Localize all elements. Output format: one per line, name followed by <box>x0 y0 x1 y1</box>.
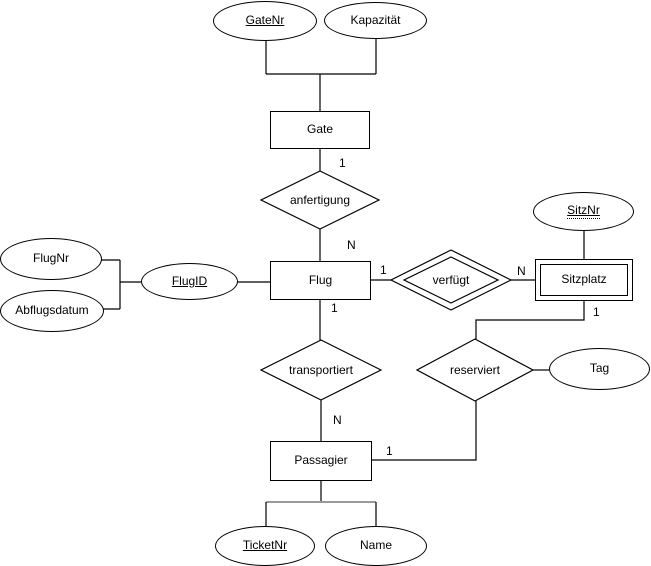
attribute-flugid-label: FlugID <box>171 273 208 288</box>
cardinality-flug-verfuegt: 1 <box>380 263 387 277</box>
attribute-tag[interactable]: Tag <box>549 348 650 390</box>
entity-passagier-label: Passagier <box>294 453 348 468</box>
entity-sitzplatz[interactable]: Sitzplatz <box>535 259 633 301</box>
anfertigung-relationship-diamond[interactable] <box>259 170 381 230</box>
reserviert-relationship-diamond[interactable] <box>415 338 535 402</box>
attribute-name[interactable]: Name <box>325 526 427 566</box>
connector-sitzplatz-reserviert <box>475 301 585 339</box>
entity-sitzplatz-inner-border: Sitzplatz <box>540 264 628 296</box>
attribute-gatenr[interactable]: GateNr <box>213 1 317 41</box>
attribute-abflugsdatum[interactable]: Abflugsdatum <box>0 290 104 332</box>
attribute-name-label: Name <box>359 538 392 553</box>
transportiert-relationship-diamond[interactable] <box>259 339 383 401</box>
entity-sitzplatz-label: Sitzplatz <box>561 272 607 287</box>
cardinality-gate-anfertigung: 1 <box>339 156 346 170</box>
attribute-gatenr-label: GateNr <box>245 13 285 28</box>
entity-flug[interactable]: Flug <box>270 261 371 300</box>
attribute-kapazitaet-label: Kapazität <box>350 12 401 27</box>
cardinality-flug-transportiert: 1 <box>331 301 338 315</box>
attribute-ticketnr[interactable]: TicketNr <box>215 526 315 566</box>
attribute-sitznr[interactable]: SitzNr <box>533 192 634 231</box>
entity-gate-label: Gate <box>306 122 333 137</box>
attribute-flugid[interactable]: FlugID <box>141 263 238 300</box>
attribute-flugnr-label: FlugNr <box>32 251 69 266</box>
connector-reserviert-passagier <box>372 401 477 461</box>
entity-flug-label: Flug <box>308 272 333 287</box>
cardinality-sitzplatz-reserviert: 1 <box>593 305 600 319</box>
attribute-kapazitaet[interactable]: Kapazität <box>324 2 427 39</box>
attribute-sitznr-label: SitzNr <box>567 203 600 220</box>
cardinality-anfertigung-flug: N <box>347 238 356 252</box>
cardinality-verfuegt-sitzplatz: N <box>517 264 526 278</box>
cardinality-transportiert-passagier: N <box>333 413 342 427</box>
attribute-flugnr[interactable]: FlugNr <box>0 238 102 280</box>
attribute-abflugsdatum-label: Abflugsdatum <box>15 303 89 318</box>
attribute-tag-label: Tag <box>589 361 610 376</box>
entity-passagier[interactable]: Passagier <box>270 441 372 481</box>
verfuegt-relationship-diamond-inner <box>402 256 500 304</box>
cardinality-passagier-reserviert: 1 <box>386 444 393 458</box>
attribute-ticketnr-label: TicketNr <box>242 538 288 553</box>
entity-gate[interactable]: Gate <box>270 111 370 149</box>
